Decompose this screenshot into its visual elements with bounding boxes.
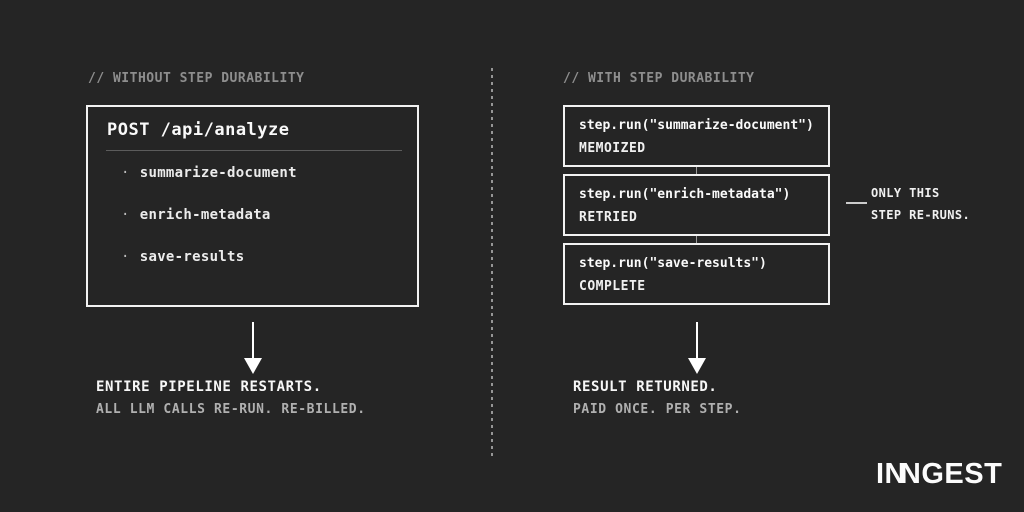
logo-part: N xyxy=(899,458,922,490)
step-code: step.run("enrich-metadata") xyxy=(579,187,791,202)
pipeline-step-label: summarize-document xyxy=(139,165,297,181)
left-result-headline: ENTIRE PIPELINE RESTARTS. xyxy=(96,379,322,395)
logo-part: GEST xyxy=(921,458,1003,490)
annotation-callout-line xyxy=(846,202,867,204)
step-code: step.run("save-results") xyxy=(579,256,767,271)
down-arrow-icon xyxy=(252,322,254,358)
down-arrow-head-icon xyxy=(688,358,706,374)
left-result-subline: ALL LLM CALLS RE-RUN. RE-BILLED. xyxy=(96,402,366,417)
pipeline-step-label: enrich-metadata xyxy=(139,207,271,223)
inngest-logo: INNGEST xyxy=(876,458,1002,491)
step-status-badge: COMPLETE xyxy=(579,279,646,294)
step-connector-line xyxy=(696,167,697,174)
right-result-subline: PAID ONCE. PER STEP. xyxy=(573,402,742,417)
pipeline-step-item: · summarize-document xyxy=(121,165,297,181)
step-box-summarize: step.run("summarize-document") MEMOIZED xyxy=(563,105,830,167)
step-status-badge: RETRIED xyxy=(579,210,638,225)
pipeline-step-label: save-results xyxy=(139,249,245,265)
step-code: step.run("summarize-document") xyxy=(579,118,814,133)
step-status-badge: MEMOIZED xyxy=(579,141,646,156)
api-endpoint-title: POST /api/analyze xyxy=(107,120,290,140)
right-section-header: // WITH STEP DURABILITY xyxy=(563,71,755,86)
left-section-header: // WITHOUT STEP DURABILITY xyxy=(88,71,305,86)
step-connector-line xyxy=(696,236,697,243)
down-arrow-icon xyxy=(696,322,698,358)
bullet-dot: · xyxy=(121,249,130,265)
dotted-divider xyxy=(491,68,493,458)
bullet-dot: · xyxy=(121,207,130,223)
pipeline-step-item: · save-results xyxy=(121,249,244,265)
down-arrow-head-icon xyxy=(244,358,262,374)
bullet-dot: · xyxy=(121,165,130,181)
annotation-line-2: STEP RE-RUNS. xyxy=(871,208,971,222)
logo-part: IN xyxy=(876,458,906,490)
step-box-save: step.run("save-results") COMPLETE xyxy=(563,243,830,305)
annotation-line-1: ONLY THIS xyxy=(871,186,940,200)
pipeline-step-item: · enrich-metadata xyxy=(121,207,271,223)
step-box-enrich: step.run("enrich-metadata") RETRIED xyxy=(563,174,830,236)
right-result-headline: RESULT RETURNED. xyxy=(573,379,718,395)
api-request-box: POST /api/analyze · summarize-document · e… xyxy=(86,105,419,307)
api-box-divider xyxy=(106,150,402,151)
